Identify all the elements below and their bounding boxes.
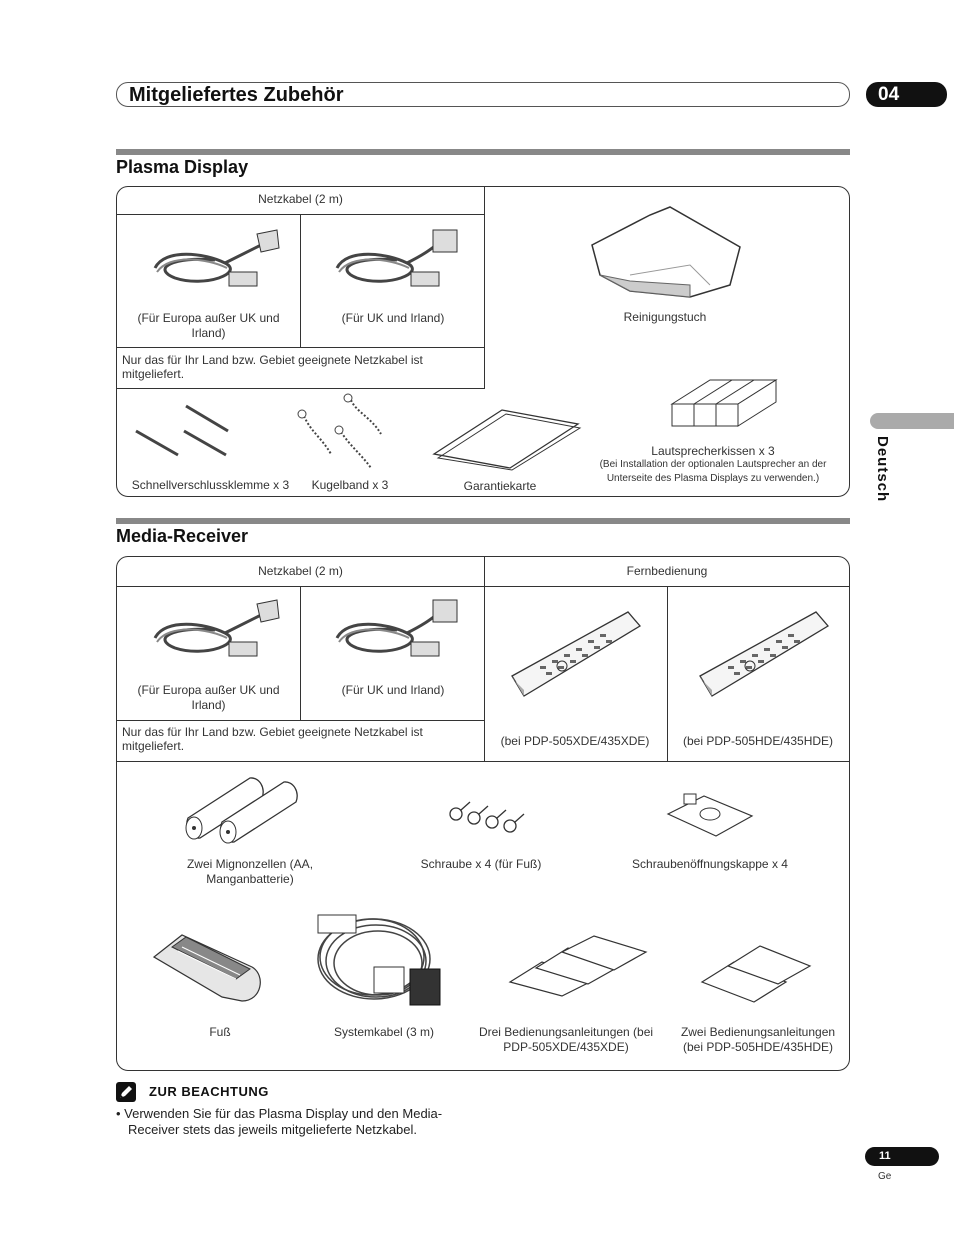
cloth-caption: Reinigungstuch <box>623 310 707 324</box>
receiver-power-cable-uk-image <box>335 599 458 657</box>
quick-clamp-image <box>135 404 229 457</box>
system-cable-image <box>317 914 441 1006</box>
note-pencil-icon <box>116 1082 136 1102</box>
three-manuals-caption: Drei Bedienungsanleitungen (bei PDP-505X… <box>478 1025 654 1054</box>
divider <box>484 187 486 388</box>
three-manuals-image <box>508 935 648 997</box>
warranty-card-image <box>432 409 582 471</box>
two-manuals-caption: Zwei Bedienungsanleitungen (bei PDP-505H… <box>680 1025 836 1054</box>
foot-caption: Fuß <box>209 1025 231 1039</box>
batteries-caption: Zwei Mignonzellen (AA, Manganbatterie) <box>186 857 314 886</box>
note-title: ZUR BEACHTUNG <box>149 1084 269 1099</box>
note-text: • Verwenden Sie für das Plasma Display u… <box>116 1106 443 1137</box>
language-tab <box>870 413 954 429</box>
remote-header: Fernbedienung <box>626 564 708 578</box>
remote-hde-caption: (bei PDP-505HDE/435HDE) <box>682 734 834 748</box>
divider <box>300 215 302 347</box>
system-cable-caption: Systemkabel (3 m) <box>333 1025 435 1039</box>
page-title: Mitgeliefertes Zubehör <box>129 84 344 106</box>
two-manuals-image <box>700 945 812 1003</box>
receiver-netzkabel-header: Netzkabel (2 m) <box>258 564 343 578</box>
page-number: 11 <box>865 1147 939 1166</box>
divider <box>117 214 484 216</box>
divider <box>117 761 849 763</box>
receiver-cable-uk-caption: (Für UK und Irland) <box>341 683 445 697</box>
bead-band-caption: Kugelband x 3 <box>311 478 389 492</box>
section-rule <box>116 518 850 524</box>
speaker-pads-caption: Lautsprecherkissen x 3 <box>651 444 775 458</box>
divider <box>484 557 486 761</box>
receiver-section-title: Media-Receiver <box>116 526 249 546</box>
netzkabel-header: Netzkabel (2 m) <box>258 192 343 206</box>
divider <box>300 587 302 720</box>
cleaning-cloth-image <box>591 206 741 298</box>
divider <box>117 347 484 349</box>
remote-hde-image <box>699 611 829 697</box>
receiver-power-cable-eu-image <box>153 599 280 657</box>
clamp-caption: Schnellverschlussklemme x 3 <box>131 478 290 492</box>
plasma-accessory-box <box>116 186 850 497</box>
power-cable-uk-image <box>335 229 458 287</box>
bead-band-image <box>297 393 382 469</box>
speaker-pads-note: (Bei Installation der optionalen Lautspr… <box>599 459 827 484</box>
batteries-image <box>185 777 298 844</box>
chapter-number: 04 <box>866 82 947 107</box>
screw-caps-image <box>666 793 754 837</box>
cable-eu-caption: (Für Europa außer UK und Irland) <box>137 311 280 340</box>
power-cable-eu-image <box>153 229 280 287</box>
receiver-cable-note: Nur das für Ihr Land bzw. Gebiet geeigne… <box>122 725 423 753</box>
remote-xde-caption: (bei PDP-505XDE/435XDE) <box>500 734 650 748</box>
warranty-card-caption: Garantiekarte <box>463 479 537 493</box>
divider <box>117 388 485 390</box>
receiver-accessory-box <box>116 556 850 1071</box>
language-label: Deutsch <box>874 436 891 503</box>
section-rule <box>116 149 850 155</box>
speaker-pads-image <box>670 379 778 427</box>
title-bar: Mitgeliefertes Zubehör <box>116 82 850 107</box>
divider <box>667 587 669 761</box>
plasma-section-title: Plasma Display <box>116 157 249 177</box>
page-language-code: Ge <box>878 1171 892 1182</box>
foot-image <box>152 934 261 1002</box>
receiver-cable-eu-caption: (Für Europa außer UK und Irland) <box>137 683 280 712</box>
screw-caps-caption: Schraubenöffnungskappe x 4 <box>632 857 788 871</box>
cable-uk-caption: (Für UK und Irland) <box>341 311 445 325</box>
divider <box>117 586 849 588</box>
divider <box>117 720 484 722</box>
screws-image <box>449 801 525 833</box>
remote-xde-image <box>511 611 641 697</box>
screws-caption: Schraube x 4 (für Fuß) <box>420 857 542 871</box>
cable-note: Nur das für Ihr Land bzw. Gebiet geeigne… <box>122 353 423 381</box>
